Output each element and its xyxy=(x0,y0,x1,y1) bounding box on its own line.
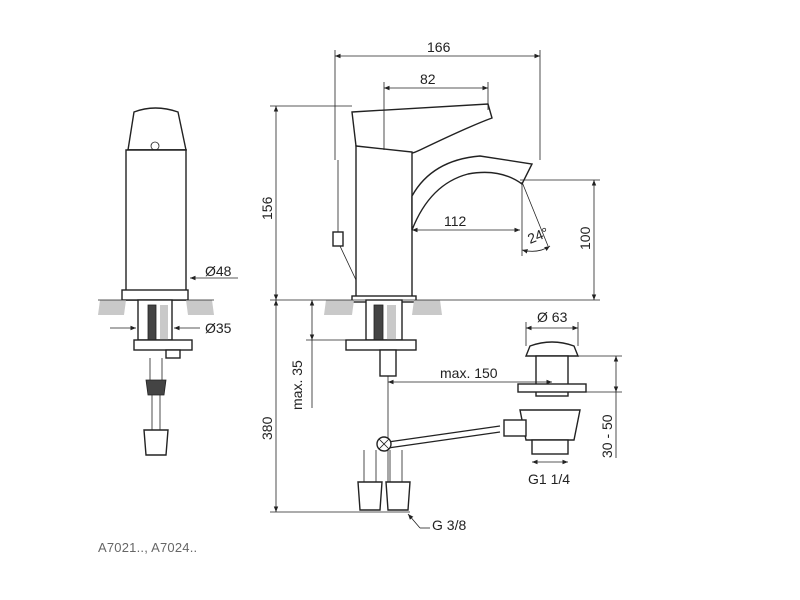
dim-spray-angle: 24° xyxy=(525,224,551,247)
dim-drain-thread: G1 1/4 xyxy=(528,471,570,487)
dim-shank-diameter: Ø35 xyxy=(205,320,232,336)
dim-drain-distance: max. 150 xyxy=(440,365,498,381)
dim-base-diameter: Ø48 xyxy=(205,263,232,279)
dim-hose-thread: G 3/8 xyxy=(432,517,466,533)
side-view: Ø48 Ø35 xyxy=(98,107,238,456)
dim-drain-range: 30 - 50 xyxy=(599,414,615,458)
dim-handle-width: 82 xyxy=(420,71,436,87)
model-caption: A7021.., A7024.. xyxy=(98,540,198,555)
dim-spout-height: 100 xyxy=(577,226,593,250)
dim-hose-length: 380 xyxy=(259,416,275,440)
dim-spout-reach: 112 xyxy=(444,213,467,229)
dim-drain-diameter: Ø 63 xyxy=(537,309,568,325)
front-view: 166 82 156 112 24° 100 max. 35 380 max. … xyxy=(259,39,622,533)
dim-width-total: 166 xyxy=(427,39,451,55)
dim-max-thickness: max. 35 xyxy=(289,360,305,410)
dim-height-total: 156 xyxy=(259,196,275,220)
